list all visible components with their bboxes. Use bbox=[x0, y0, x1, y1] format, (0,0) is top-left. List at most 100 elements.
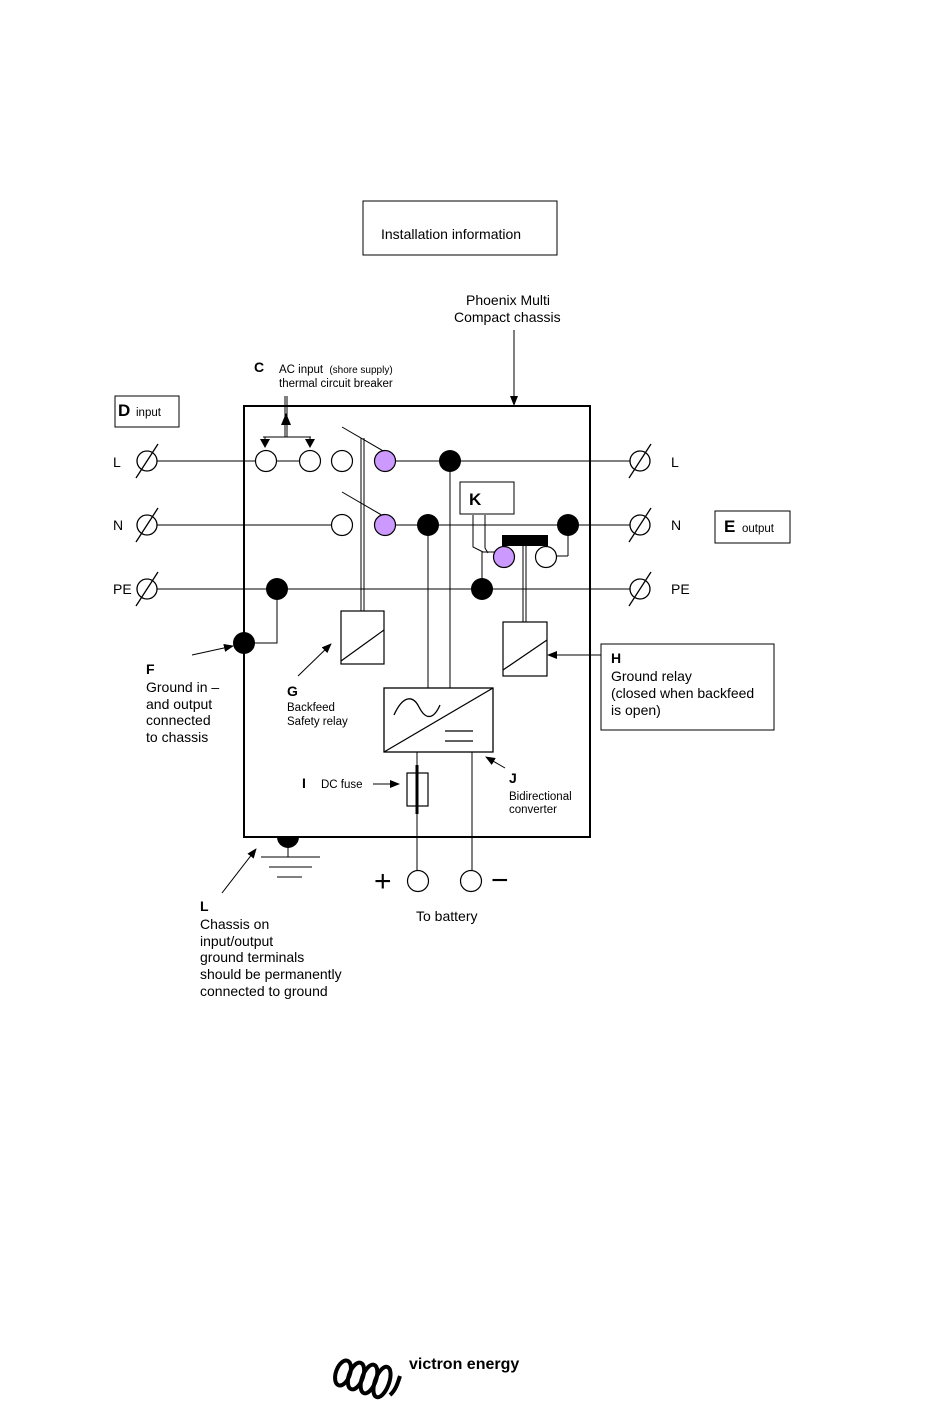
battery-label: To battery bbox=[416, 908, 477, 924]
backfeed-relay-contact-n bbox=[373, 513, 397, 537]
h-label-box: H Ground relay (closed when backfeed is … bbox=[600, 643, 775, 731]
i-label: I DC fuse bbox=[302, 775, 363, 791]
l-line-1: Chassis on bbox=[200, 916, 269, 932]
hollow-contacts bbox=[254, 449, 558, 569]
chassis-label: Phoenix Multi Compact chassis bbox=[454, 292, 561, 406]
h-line-2: (closed when backfeed bbox=[611, 685, 754, 701]
l-line-4: should be permanently bbox=[200, 966, 342, 982]
c-line-1: AC input (shore supply) bbox=[279, 364, 393, 376]
ground-relay-contact bbox=[534, 545, 558, 569]
breaker-arrow-head bbox=[281, 413, 291, 425]
g-line-2: Safety relay bbox=[287, 716, 348, 728]
terminal-symbol-left-pe bbox=[135, 571, 159, 607]
ground-relay-bar bbox=[502, 535, 548, 546]
terminal-left-n: N bbox=[113, 517, 123, 533]
j-letter: J bbox=[509, 770, 517, 786]
h-line-1: Ground relay bbox=[611, 668, 692, 684]
k-letter: K bbox=[469, 490, 482, 509]
ground-relay-coil bbox=[502, 621, 548, 677]
terminal-right-n: N bbox=[671, 517, 681, 533]
l-line-5: connected to ground bbox=[200, 983, 328, 999]
l-arrow bbox=[221, 848, 257, 894]
f-line-1: Ground in – bbox=[146, 679, 219, 695]
node-pe-relay bbox=[471, 578, 493, 600]
backfeed-contact-n bbox=[330, 513, 354, 537]
breaker-tick-right bbox=[305, 439, 315, 448]
f-label: F Ground in – and output connected to ch… bbox=[146, 661, 219, 745]
title-text: Installation information bbox=[381, 226, 521, 242]
terminal-symbol-right-l bbox=[628, 443, 652, 479]
node-pe-chassis bbox=[266, 578, 288, 600]
node-l-converter bbox=[439, 450, 461, 472]
plus-sign: + bbox=[374, 865, 392, 898]
f-letter: F bbox=[146, 661, 155, 677]
d-input-box: D input bbox=[114, 395, 180, 428]
c-line-1-bold: AC input bbox=[279, 364, 324, 376]
j-line-1: Bidirectional bbox=[509, 791, 572, 803]
terminal-right-pe: PE bbox=[671, 581, 690, 597]
battery-terminal-plus bbox=[406, 869, 430, 893]
terminal-symbol-right-pe bbox=[628, 571, 652, 607]
dc-fuse bbox=[406, 765, 429, 814]
f-line-2: and output bbox=[146, 696, 212, 712]
l-line-2: input/output bbox=[200, 933, 273, 949]
i-text: DC fuse bbox=[321, 779, 363, 791]
bidirectional-converter bbox=[383, 687, 494, 753]
relay-contacts-purple bbox=[373, 449, 516, 569]
backfeed-relay-coil bbox=[340, 610, 385, 665]
g-label: G Backfeed Safety relay bbox=[287, 683, 348, 728]
backfeed-contact-l bbox=[330, 449, 354, 473]
c-letter: C bbox=[254, 359, 264, 375]
e-output-box: E output bbox=[714, 510, 791, 544]
breaker-contact-2 bbox=[298, 449, 322, 473]
e-letter: E bbox=[724, 517, 735, 536]
wires bbox=[157, 396, 630, 878]
f-arrow bbox=[191, 644, 234, 656]
f-line-3: connected bbox=[146, 712, 211, 728]
junction-nodes bbox=[233, 450, 579, 654]
terminal-left-l: L bbox=[113, 454, 121, 470]
node-f-chassis bbox=[233, 632, 255, 654]
k-callout: K bbox=[459, 481, 515, 515]
minus-sign: − bbox=[491, 864, 509, 897]
e-text: output bbox=[742, 523, 775, 535]
title-box: Installation information bbox=[362, 200, 558, 256]
terminal-right-l: L bbox=[671, 454, 679, 470]
breaker-tick-left bbox=[260, 439, 270, 448]
chassis-label-line-1: Phoenix Multi bbox=[466, 292, 550, 308]
terminal-left-pe: PE bbox=[113, 581, 132, 597]
victron-logo-mark bbox=[333, 1358, 402, 1400]
ground-relay-contact-k bbox=[492, 545, 516, 569]
h-letter: H bbox=[611, 650, 621, 666]
j-line-2: converter bbox=[509, 804, 557, 816]
l-label: L Chassis on input/output ground termina… bbox=[200, 898, 342, 999]
breaker-contact-1 bbox=[254, 449, 278, 473]
g-line-1: Backfeed bbox=[287, 702, 335, 714]
chassis-label-line-2: Compact chassis bbox=[454, 309, 561, 325]
terminal-symbol-left-l bbox=[135, 443, 159, 479]
backfeed-relay-contact-l bbox=[373, 449, 397, 473]
d-text: input bbox=[136, 407, 162, 419]
c-line-2: thermal circuit breaker bbox=[279, 378, 393, 390]
battery-terminals bbox=[406, 869, 483, 893]
g-arrow bbox=[297, 643, 332, 677]
terminal-symbol-left-n bbox=[135, 507, 159, 543]
h-line-3: is open) bbox=[611, 702, 661, 718]
brand-name: victron energy bbox=[409, 1356, 519, 1373]
d-letter: D bbox=[118, 401, 130, 420]
g-letter: G bbox=[287, 683, 298, 699]
l-letter: L bbox=[200, 898, 209, 914]
battery-terminal-minus bbox=[459, 869, 483, 893]
j-arrow bbox=[485, 756, 506, 769]
f-line-4: to chassis bbox=[146, 729, 208, 745]
terminal-symbol-right-n bbox=[628, 507, 652, 543]
c-line-1-small: (shore supply) bbox=[329, 365, 392, 376]
l-line-3: ground terminals bbox=[200, 949, 304, 965]
node-n-converter bbox=[417, 514, 439, 536]
i-letter: I bbox=[302, 775, 306, 791]
node-n-out bbox=[557, 514, 579, 536]
j-label: J Bidirectional converter bbox=[509, 770, 572, 816]
callout-arrows bbox=[191, 643, 601, 894]
c-label: C AC input (shore supply) thermal circui… bbox=[254, 359, 393, 390]
